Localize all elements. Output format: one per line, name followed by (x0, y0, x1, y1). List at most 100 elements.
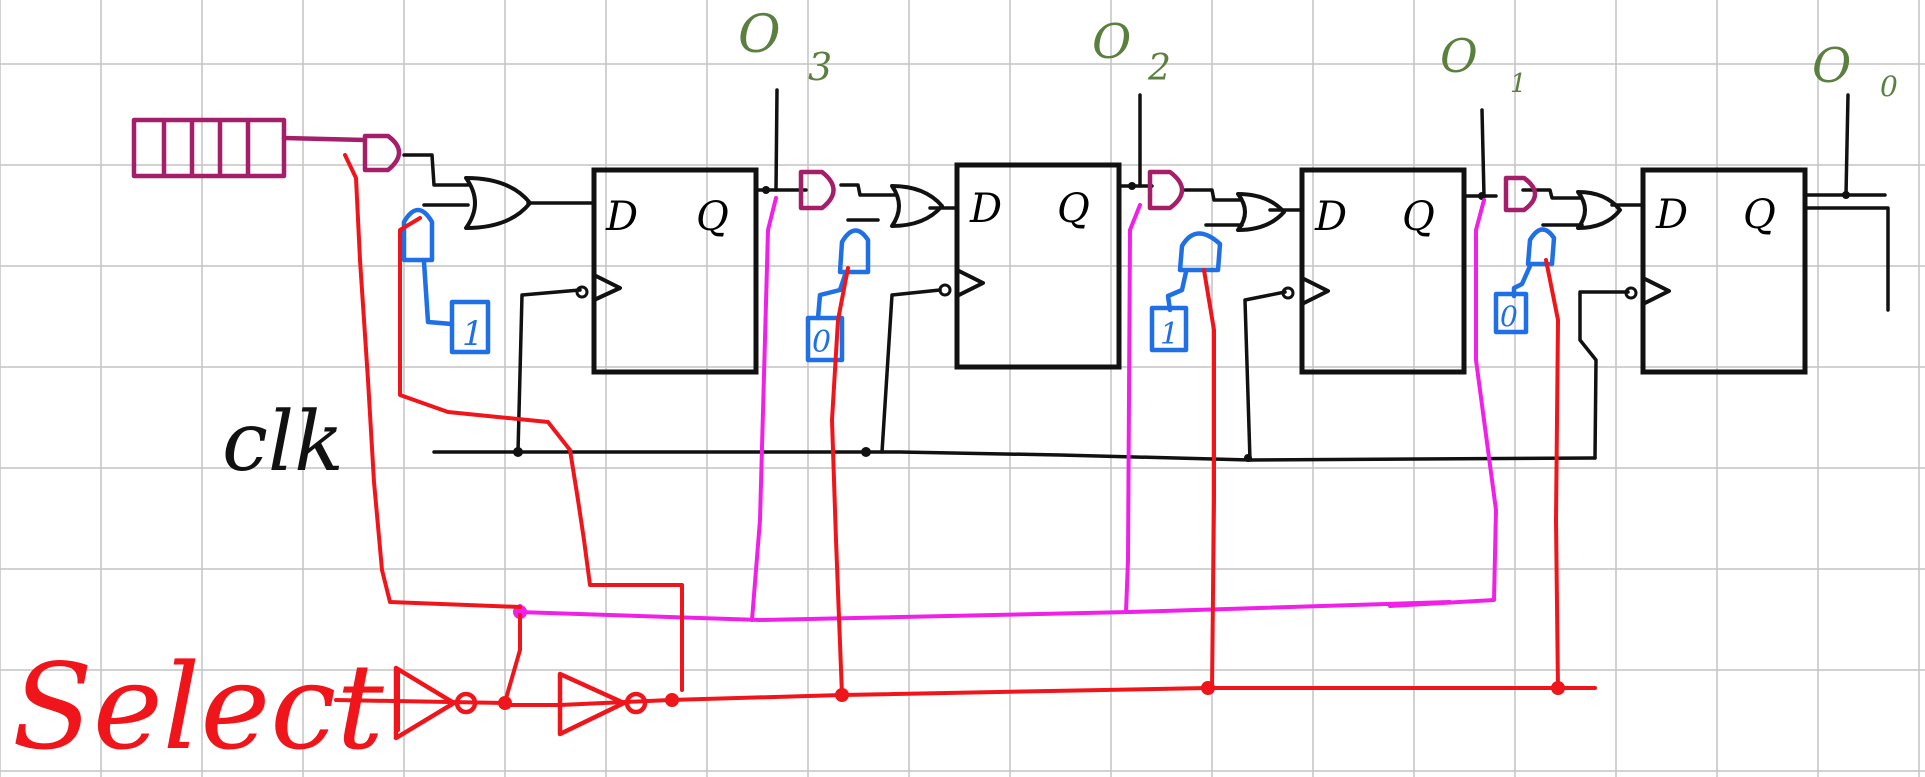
wire (1511, 263, 1533, 299)
magenta-wiring (516, 196, 1498, 622)
inverter-bubble (938, 283, 952, 297)
output-letter: O (1812, 38, 1851, 94)
wire (516, 288, 582, 454)
wire (398, 216, 684, 692)
flip-flop-box (1640, 167, 1808, 375)
inverter-bubble (454, 691, 478, 715)
wire (1165, 269, 1189, 313)
junction-dot (762, 186, 770, 194)
wire (1844, 93, 1850, 197)
blue-constant-gates (401, 207, 1557, 363)
junction-dot (498, 696, 512, 710)
constant-value: 1 (462, 314, 484, 354)
input-register (131, 117, 368, 179)
flip-flop-box (954, 162, 1122, 370)
junction-dot (1128, 182, 1136, 190)
wire (774, 88, 779, 192)
junction-dot (1244, 454, 1252, 462)
output-letter: O (738, 5, 781, 65)
red-junctions (498, 681, 1565, 710)
or-gate (1576, 190, 1622, 230)
wire (815, 272, 848, 321)
wire (343, 153, 522, 609)
wire (1388, 198, 1498, 608)
select-bus (503, 686, 1597, 707)
junction-dot (835, 688, 849, 702)
and-gate (837, 228, 871, 275)
clock-input-triangle (592, 273, 622, 302)
register-box (131, 117, 287, 179)
and-gate (1147, 169, 1185, 211)
wire (880, 288, 942, 454)
constant-box-2 (805, 315, 845, 363)
black-wiring (402, 88, 1890, 462)
and-gate (362, 133, 402, 173)
constant-value: 0 (812, 325, 831, 360)
clock-label: clk (222, 395, 344, 490)
flip-flop-1: D Q (1299, 167, 1467, 375)
purple-and-gates (362, 133, 1538, 213)
wire (750, 196, 778, 622)
constant-box-4 (1493, 291, 1529, 335)
wire (1243, 290, 1287, 462)
flip-flop-box (1299, 167, 1467, 375)
output-label-o1: O 1 (1440, 29, 1527, 99)
wire (421, 259, 455, 327)
inverter-bubble (1624, 286, 1638, 300)
clock-line (432, 450, 1597, 462)
output-subscript: 2 (1147, 48, 1171, 89)
magenta-bus (516, 600, 1452, 622)
constant-value: 1 (1160, 317, 1179, 352)
output-label-o2: O 2 (1092, 14, 1171, 89)
flip-flop-q: Q (696, 194, 729, 240)
junction-dot (665, 693, 679, 707)
output-letter: O (1092, 14, 1131, 70)
or-gate (1236, 192, 1286, 232)
select-label: Select (12, 638, 384, 776)
junction-dot (1478, 192, 1486, 200)
black-junctions (513, 182, 1850, 462)
wire (1183, 188, 1242, 202)
wire (1124, 203, 1142, 614)
or-gate (464, 176, 532, 230)
and-gate (1503, 175, 1538, 213)
constant-value: 0 (1500, 300, 1518, 333)
wire (1521, 188, 1582, 200)
flip-flop-q: Q (1743, 192, 1776, 238)
flip-flop-box (591, 167, 759, 375)
constant-box-3 (1149, 305, 1189, 353)
junction-dot (1201, 681, 1215, 695)
wire (1202, 268, 1216, 692)
or-gates (464, 176, 1622, 232)
wire (1578, 290, 1630, 460)
output-subscript: 3 (808, 45, 832, 89)
wire (1803, 206, 1890, 312)
flip-flop-d: D (1655, 192, 1688, 238)
clock-bubbles (575, 283, 1638, 300)
inverter-bubble (575, 285, 589, 299)
output-subscript: 1 (1510, 69, 1527, 99)
output-label-o0: O 0 (1812, 38, 1898, 103)
flip-flop-0: D Q (1640, 167, 1808, 375)
and-gate (401, 207, 435, 263)
junction-dot (1551, 681, 1565, 695)
wire (402, 153, 470, 187)
and-gate (798, 169, 836, 211)
and-gate (1177, 231, 1223, 273)
clock-input-triangle (1300, 276, 1330, 306)
output-label-o3: O 3 (738, 5, 832, 89)
flip-flop-q: Q (1402, 194, 1435, 240)
flip-flop-d: D (605, 194, 638, 240)
wire (281, 135, 368, 143)
constant-box-1 (449, 299, 491, 355)
flip-flop-2: D Q (954, 162, 1122, 370)
wire (1480, 108, 1486, 198)
junction-dot (1842, 191, 1850, 199)
inverter-triangle (557, 671, 627, 737)
and-gate (1525, 227, 1557, 267)
flip-flop-d: D (1314, 194, 1347, 240)
flip-flop-3: D Q (591, 167, 759, 375)
inverter-triangle (393, 665, 457, 741)
